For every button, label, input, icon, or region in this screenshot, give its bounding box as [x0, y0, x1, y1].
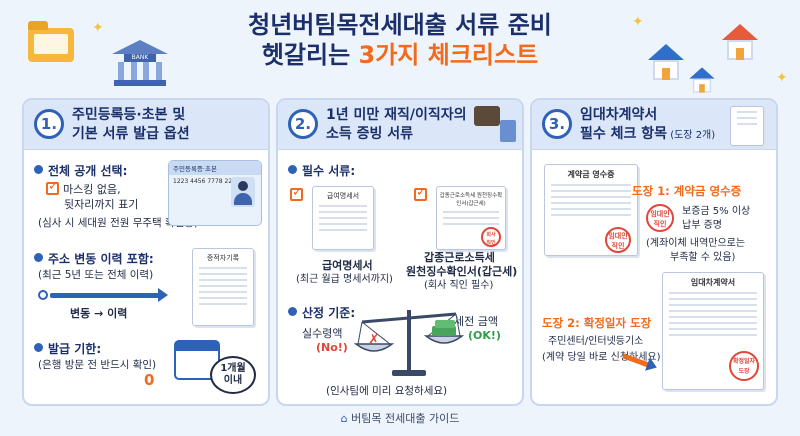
house-icon	[648, 44, 684, 80]
checkbox-icon	[414, 185, 427, 201]
document-image: 급여명세서	[312, 186, 374, 250]
section-note: (심사 시 세대원 전원 무주택 확인용)	[38, 217, 199, 229]
document-note: (최근 월급 명세서까지)	[296, 274, 393, 285]
bottom-note: (인사팀에 미리 요청하세요)	[326, 385, 448, 397]
id-card-image: 주민등록증·초본 1223 4456 7778 2234	[168, 160, 262, 226]
stamp1-label: 도장 1: 계약금 영수증	[632, 184, 742, 198]
bank-sign: BANK	[124, 54, 156, 62]
take-home-label: 실수령액	[302, 327, 343, 340]
house-icon	[689, 67, 715, 93]
stamp1-note: 부족할 수 있음)	[670, 252, 736, 263]
stamp1-note: (계좌이체 내역만으로는	[646, 238, 746, 249]
briefcase-icon	[474, 106, 500, 126]
card-header: 1. 주민등록등·초본 및 기본 서류 발급 옵션	[24, 100, 268, 150]
folder-icon	[28, 21, 74, 62]
id-card-title: 주민등록증·초본	[169, 161, 261, 175]
document-name-2: 원천징수확인서(갑근세)	[406, 265, 518, 278]
checklist-card-2: 2. 1년 미만 재직/이직자의 소득 증빙 서류 필수 서류: 급여명세서 갑…	[276, 98, 524, 406]
sparkle-icon: ✦	[92, 20, 104, 36]
stamp2-note: (계약 당일 바로 신청하세요)	[542, 352, 661, 363]
title-line-1: 청년버팀목전세대출 서류 준비	[248, 11, 552, 39]
card-title-line2: 기본 서류 발급 옵션	[72, 126, 190, 142]
stamp1-detail: 납부 증명	[682, 220, 722, 231]
house-icon	[722, 24, 758, 60]
id-card-number: 1223 4456 7778 2234	[173, 178, 240, 185]
pre-tax-label: 세전 금액	[454, 315, 498, 328]
sparkle-icon: ✦	[776, 70, 788, 86]
section-label: 산정 기준:	[288, 304, 355, 321]
timeline-start-icon	[38, 290, 48, 300]
stamp1-detail: 보증금 5% 이상	[682, 206, 751, 217]
page-title: 청년버팀목전세대출 서류 준비 헷갈리는 3가지 체크리스트	[180, 10, 620, 70]
section-label: 주소 변동 이력 포함:	[34, 250, 154, 267]
svg-text:✗: ✗	[368, 332, 380, 348]
title-prefix: 헷갈리는	[261, 41, 359, 69]
card-title: 주민등록등·초본 및 기본 서류 발급 옵션	[72, 106, 190, 144]
checklist-card-1: 1. 주민등록등·초본 및 기본 서류 발급 옵션 전체 공개 선택: 마스킹 …	[22, 98, 270, 406]
change-history-label: 변동 → 이력	[70, 307, 128, 320]
card-number: 2.	[288, 109, 318, 139]
card-title-line2: 필수 체크 항목	[580, 126, 668, 142]
title-line-2: 헷갈리는 3가지 체크리스트	[180, 40, 620, 70]
take-home-status: (No!)	[316, 341, 348, 354]
pre-tax-status: (OK!)	[468, 329, 501, 342]
checkbox-item: 마스킹 없음,	[46, 179, 121, 197]
stamp2-label: 도장 2: 확정일자 도장	[542, 316, 652, 330]
document-note: (회사 직인 필수)	[424, 280, 494, 291]
section-note: (은행 방문 전 반드시 확인)	[38, 359, 157, 371]
calculator-icon	[500, 120, 516, 142]
section-label: 발급 기한:	[34, 340, 101, 357]
receipt-title: 계약금 영수증	[567, 170, 615, 179]
house-icon: ⌂	[340, 412, 348, 425]
card-number: 3.	[542, 109, 572, 139]
timeline-arrow-icon	[50, 288, 168, 302]
checkbox-item-text: 뒷자리까지 표기	[64, 198, 139, 211]
document-image: 증적자기록	[192, 248, 254, 326]
card-number: 1.	[34, 109, 64, 139]
section-label: 전체 공개 선택:	[34, 162, 127, 179]
section-note: (최근 5년 또는 전체 이력)	[38, 269, 154, 281]
checkbox-icon	[290, 185, 303, 201]
document-title: 증적자기록	[206, 254, 240, 262]
card-title-line2: 소득 증빙 서류	[326, 126, 414, 142]
deadline-value: 0	[144, 371, 155, 389]
footer-text: 버팀목 전세대출 가이드	[351, 412, 460, 425]
card-title-line1: 임대차계약서	[580, 107, 658, 123]
document-name: 급여명세서	[322, 259, 373, 272]
section-label: 필수 서류:	[288, 162, 355, 179]
bank-icon: BANK	[112, 40, 168, 86]
document-title: 갑종근로소득세 원천징수확인서(갑근세)	[439, 193, 503, 207]
sparkle-icon: ✦	[632, 14, 644, 30]
title-highlight: 3가지 체크리스트	[358, 41, 539, 69]
card-title: 1년 미만 재직/이직자의 소득 증빙 서류	[326, 106, 467, 144]
contract-title: 임대차계약서	[690, 278, 736, 287]
card-title-line1: 주민등록등·초본 및	[72, 107, 186, 123]
footer: ⌂ 버팀목 전세대출 가이드	[0, 410, 800, 426]
card-title: 임대차계약서 필수 체크 항목 (도장 2개)	[580, 106, 715, 145]
balance-scale-icon: ✗	[354, 310, 464, 376]
checkbox-icon	[46, 179, 59, 195]
card-title-suffix: (도장 2개)	[667, 130, 716, 141]
contract-document-icon	[730, 106, 764, 146]
document-name: 갑종근로소득세	[424, 251, 495, 264]
person-icon	[231, 177, 255, 207]
document-title: 급여명세서	[326, 192, 360, 200]
card-title-line1: 1년 미만 재직/이직자의	[326, 107, 467, 123]
stamp2-detail: 주민센터/인터넷등기소	[548, 336, 644, 347]
